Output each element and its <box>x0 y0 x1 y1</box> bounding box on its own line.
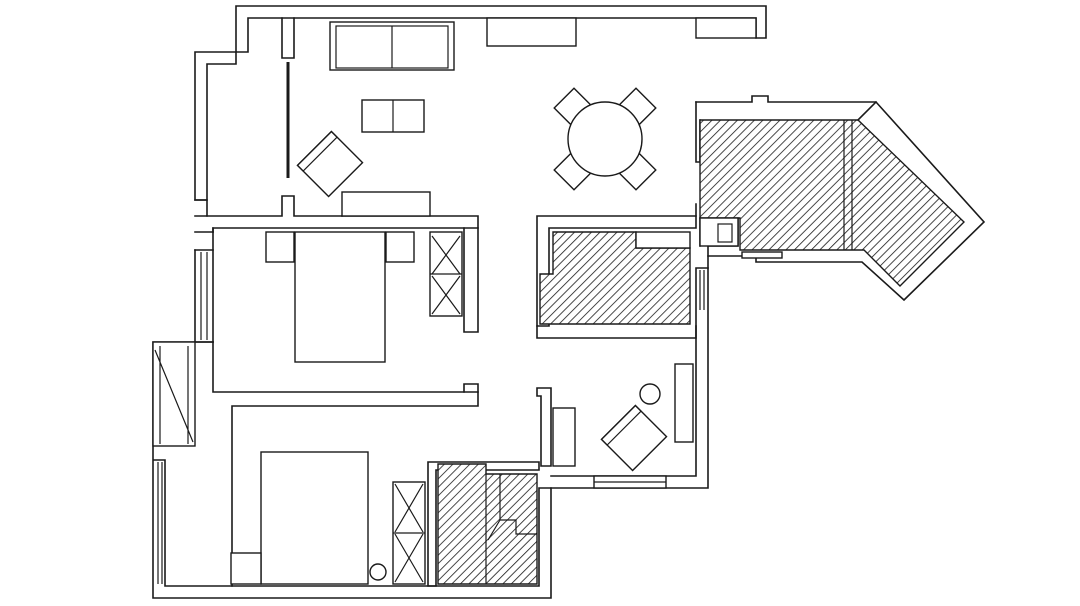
living-room <box>296 17 577 217</box>
floor-lamp <box>369 563 387 581</box>
bedside-table <box>230 552 262 585</box>
study <box>552 363 694 489</box>
interior-walls <box>206 17 986 587</box>
round-dining-table <box>567 101 643 177</box>
nightstand <box>385 231 415 263</box>
bedroom-two <box>152 341 426 585</box>
window-sill <box>741 251 783 259</box>
single-bed <box>260 451 369 585</box>
dining-area <box>553 87 657 191</box>
armchair <box>296 130 364 198</box>
bedroom-one <box>265 231 463 363</box>
floor-lamp <box>639 383 661 405</box>
tv-cabinet <box>341 191 431 217</box>
desk <box>674 363 694 443</box>
armchair <box>600 404 668 472</box>
hatched-floor-areas <box>437 100 965 585</box>
double-bed <box>294 231 386 363</box>
bathroom-floor-hatch <box>437 463 538 585</box>
balcony-floor-hatch <box>699 119 965 287</box>
exterior-walls <box>152 5 767 599</box>
side-cabinet <box>552 407 576 467</box>
nightstand <box>265 231 295 263</box>
sideboard <box>486 17 577 47</box>
